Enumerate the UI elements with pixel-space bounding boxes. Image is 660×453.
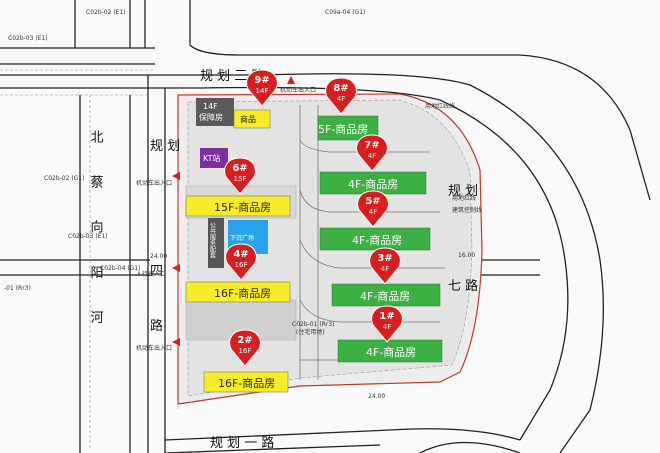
- dimension-label: 24.00: [150, 253, 167, 260]
- parcel-code: C02b-01 (Rr3): [292, 321, 334, 328]
- building-2-block: [203, 371, 289, 393]
- dimension-label: 24.00: [368, 393, 385, 400]
- annotation-entrance: 人行出入口: [136, 270, 166, 278]
- river-label: 北 蔡 向 阳 河: [88, 130, 104, 338]
- road-west-mid-label: 四: [150, 264, 163, 279]
- building-4-label: 16F-商品房: [214, 286, 271, 300]
- parcel-code: C02b-02 (E1): [86, 9, 126, 16]
- kt-station-block: [200, 148, 228, 168]
- parcel-code-labels: C02b-02 (E1) C02b-03 (E1) C09a-04 (G1) C…: [4, 9, 482, 400]
- road-south-label: 规 划 一 路: [210, 435, 274, 451]
- marker-floors: 4F: [368, 152, 376, 160]
- shop-block: [233, 109, 271, 129]
- marker-id: 3#: [377, 253, 392, 264]
- protected-housing-label: 保障房: [199, 112, 223, 122]
- shop-label: 商品: [240, 114, 256, 124]
- marker-floors: 4F: [383, 323, 391, 331]
- marker-id: 6#: [232, 163, 247, 174]
- annotation-entrance: 机动车出入口: [136, 344, 172, 352]
- building-1-block: [337, 339, 443, 363]
- protected-housing-floors: 14F: [203, 102, 218, 111]
- sunken-plaza-label: 下沉广场: [230, 234, 254, 242]
- parcel-code: (住宅用地): [296, 328, 325, 336]
- marker-id: 1#: [379, 311, 394, 322]
- parcel-code: C02b-03 (E1): [8, 35, 48, 42]
- parcel-code: C09a-04 (G1): [325, 9, 365, 16]
- marker-floors: 15F: [234, 175, 247, 183]
- marker-floors: 14F: [256, 87, 269, 95]
- parcel-code: -01 (Rr3): [4, 285, 31, 292]
- annotation-building-line: 建筑控制线: [452, 206, 482, 214]
- marker-id: 5#: [365, 196, 380, 207]
- building-7-marker[interactable]: 7# 4F: [356, 134, 388, 172]
- public-service-block: [208, 218, 224, 268]
- marker-id: 8#: [333, 83, 348, 94]
- building-5-label: 4F-商品房: [352, 233, 402, 247]
- marker-floors: 16F: [239, 347, 252, 355]
- building-7-label: 4F-商品房: [348, 177, 398, 191]
- building-3-marker[interactable]: 3# 4F: [369, 247, 401, 285]
- annotation-entrance: 机动车出入口: [280, 86, 316, 94]
- road-west-upper-label: 规 划: [150, 139, 180, 154]
- road-labels: 规 划 三 路 规 划 一 路 规 划 七 路 四 路 规 划: [150, 68, 478, 451]
- road-west-lower-label: 路: [150, 318, 163, 334]
- road-east-upper-label: 规 划: [448, 184, 478, 199]
- protected-housing-block: [196, 98, 234, 126]
- building-6-block: [185, 195, 291, 217]
- marker-floors: 4F: [381, 265, 389, 273]
- parcel-code: C02b-03 (E1): [68, 233, 108, 240]
- building-8-marker[interactable]: 8# 4F: [325, 77, 357, 115]
- building-8-label: 5F-商品房: [318, 122, 368, 136]
- annotation-red-line: 用地红线线: [425, 102, 455, 110]
- marker-id: 4#: [233, 249, 248, 260]
- entrance-arrows: [172, 76, 295, 346]
- marker-id: 2#: [237, 335, 252, 346]
- marker-floors: 4F: [337, 95, 345, 103]
- building-6-label: 15F-商品房: [214, 200, 271, 214]
- building-1-marker[interactable]: 1# 4F: [371, 305, 403, 343]
- building-markers: 9# 14F 8# 4F 7# 4F 6# 15F 5# 4F 4# 16F: [224, 69, 403, 367]
- building-4-marker[interactable]: 4# 16F: [225, 243, 257, 281]
- building-5-marker[interactable]: 5# 4F: [357, 190, 389, 228]
- building-1-label: 4F-商品房: [366, 345, 416, 359]
- kt-station-label: KT站: [203, 153, 221, 163]
- parcel-code: C02b-04 (G1): [100, 265, 141, 272]
- marker-floors: 16F: [235, 261, 248, 269]
- building-9-marker[interactable]: 9# 14F: [246, 69, 278, 107]
- annotation-setback: 用地红线: [452, 194, 476, 202]
- building-5-block: [319, 227, 431, 251]
- dimension-label: 16.00: [458, 252, 475, 259]
- parcel-code: C02b-02 (G1): [44, 175, 85, 182]
- marker-floors: 4F: [369, 208, 377, 216]
- road-east-lower-label: 七 路: [448, 278, 478, 294]
- marker-id: 7#: [364, 140, 379, 151]
- building-2-marker[interactable]: 2# 16F: [229, 329, 261, 367]
- building-6-marker[interactable]: 6# 15F: [224, 157, 256, 195]
- building-4-block: [185, 281, 291, 303]
- annotation-entrance: 机动车出入口: [136, 179, 172, 187]
- public-service-label: 公共服务配套: [209, 222, 216, 259]
- marker-id: 9#: [254, 75, 269, 86]
- building-3-label: 4F-商品房: [360, 289, 410, 303]
- building-block-labels: 15F-商品房 16F-商品房 16F-商品房 5F-商品房 4F-商品房 4F…: [214, 122, 416, 390]
- building-2-label: 16F-商品房: [218, 376, 275, 390]
